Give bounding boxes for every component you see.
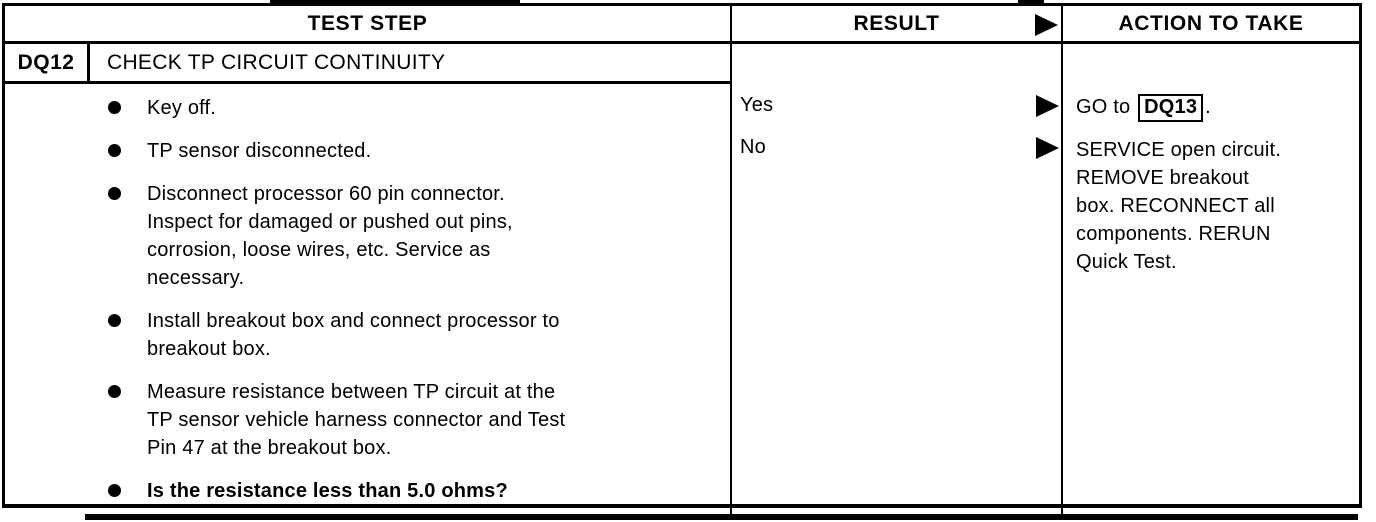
list-item: Install breakout box and connect process… (5, 307, 730, 363)
action-yes: GO to DQ13. (1076, 94, 1353, 136)
scan-artifact-line (270, 0, 520, 3)
right-arrow-icon (1036, 137, 1059, 159)
bullet-icon (108, 187, 121, 200)
scan-artifact-line (1018, 0, 1044, 5)
bullet-text: Key off. (147, 97, 217, 119)
action-go-suffix: . (1205, 96, 1211, 118)
action-column: GO to DQ13. SERVICE open circuit. REMOVE… (1063, 44, 1359, 520)
table-body-row: DQ12 CHECK TP CIRCUIT CONTINUITY Key off… (5, 44, 1359, 520)
bullet-text: Install breakout box and connect process… (147, 310, 560, 360)
step-title: CHECK TP CIRCUIT CONTINUITY (107, 50, 446, 74)
step-reference-box: DQ13 (1138, 94, 1204, 122)
list-item: Measure resistance between TP circuit at… (5, 378, 730, 462)
list-item: Key off. (5, 94, 730, 122)
bullet-icon (108, 101, 121, 114)
result-header-cell: RESULT (732, 6, 1063, 41)
test-step-column: DQ12 CHECK TP CIRCUIT CONTINUITY Key off… (5, 44, 732, 520)
step-id-badge: DQ12 (5, 44, 90, 81)
table-header-row: TEST STEP RESULT ACTION TO TAKE (5, 6, 1359, 44)
bullet-text: Disconnect processor 60 pin connector. I… (147, 183, 513, 289)
scan-artifact-line (85, 514, 1358, 520)
result-header-label: RESULT (853, 11, 940, 35)
result-row-yes: Yes (732, 94, 1061, 136)
result-label-no: No (740, 136, 766, 158)
action-go-prefix: GO to (1076, 96, 1131, 118)
result-label-yes: Yes (740, 94, 774, 116)
bullet-icon (108, 144, 121, 157)
bullet-icon (108, 484, 121, 497)
test-step-bullet-list: Key off. TP sensor disconnected. Disconn… (5, 84, 730, 520)
list-item-question: Is the resistance less than 5.0 ohms? (5, 477, 730, 505)
bullet-icon (108, 385, 121, 398)
bullet-text: TP sensor disconnected. (147, 140, 372, 162)
step-title-row: DQ12 CHECK TP CIRCUIT CONTINUITY (5, 44, 730, 84)
list-item: Disconnect processor 60 pin connector. I… (5, 180, 730, 292)
result-column: Yes No (732, 44, 1063, 520)
right-arrow-icon (1035, 14, 1058, 36)
bullet-text: Measure resistance between TP circuit at… (147, 381, 566, 459)
bullet-text: Is the resistance less than 5.0 ohms? (147, 480, 508, 502)
list-item: TP sensor disconnected. (5, 137, 730, 165)
test-step-header: TEST STEP (5, 6, 732, 41)
right-arrow-icon (1036, 95, 1059, 117)
pinpoint-test-table: TEST STEP RESULT ACTION TO TAKE DQ12 CHE… (2, 3, 1362, 520)
action-header: ACTION TO TAKE (1118, 11, 1304, 35)
action-no: SERVICE open circuit. REMOVE breakout bo… (1076, 139, 1282, 273)
bullet-icon (108, 314, 121, 327)
result-row-no: No (732, 136, 1061, 178)
